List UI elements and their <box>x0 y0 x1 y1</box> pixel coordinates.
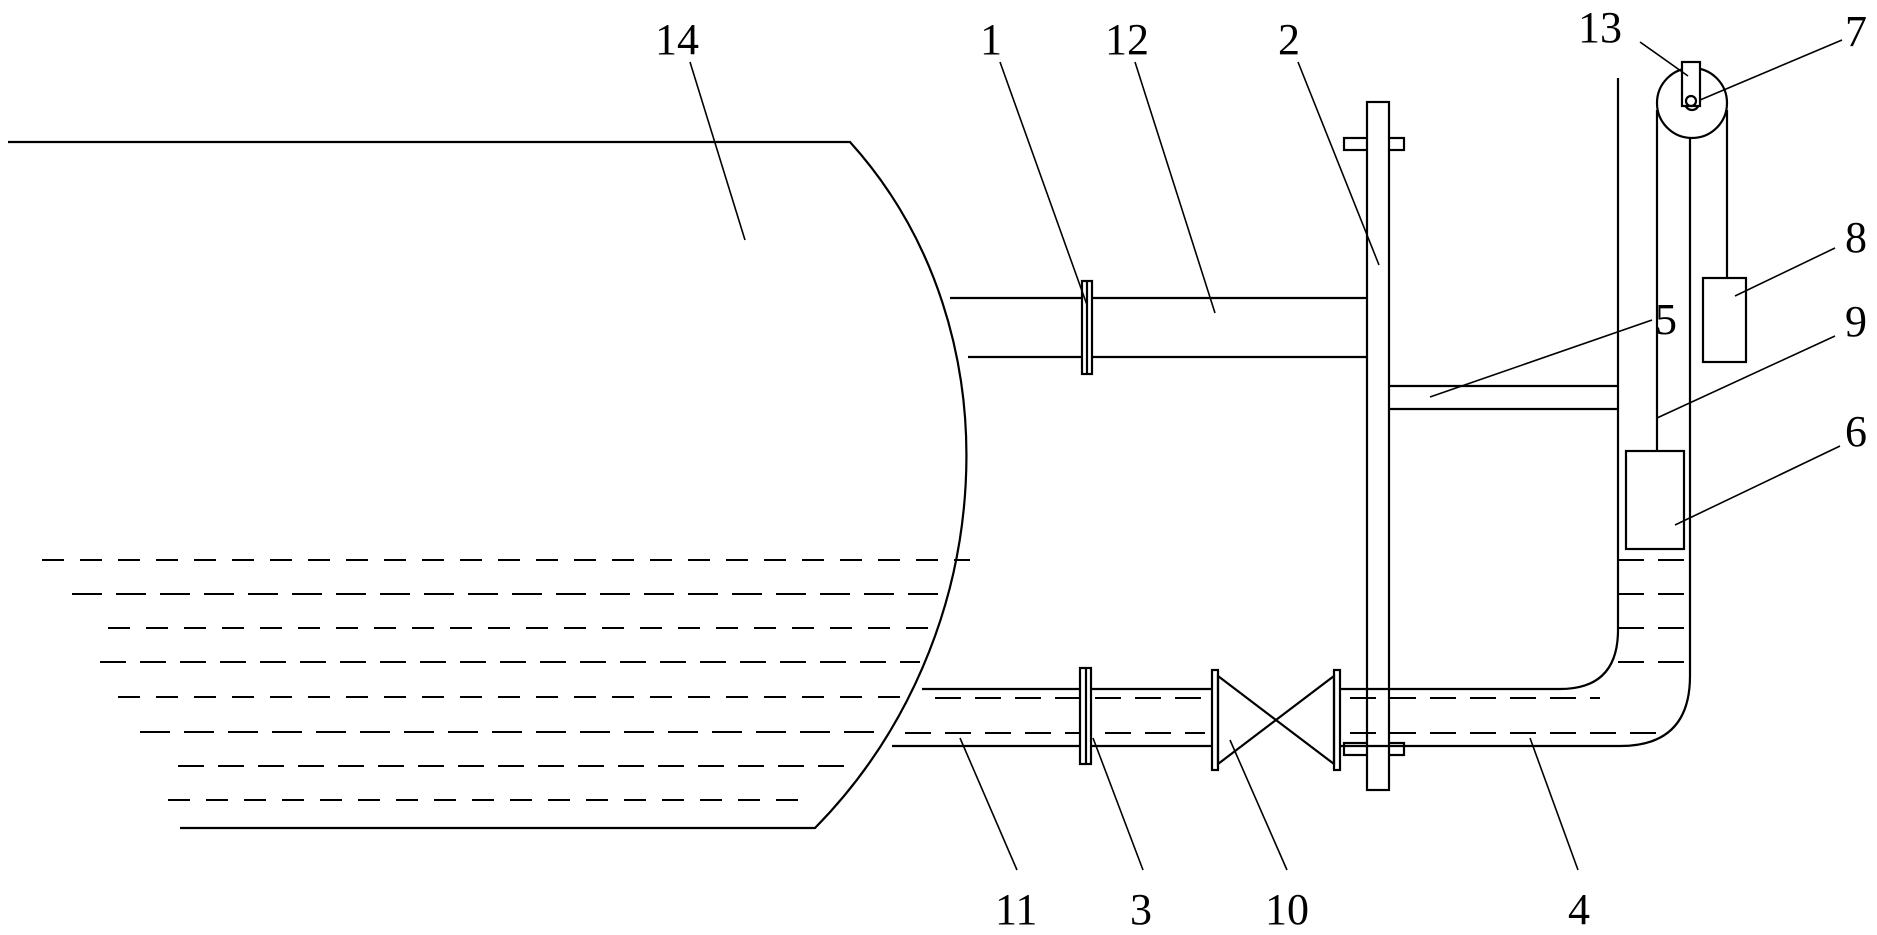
part-labels: 14 1 12 2 13 7 8 9 5 6 11 3 10 4 <box>655 3 1867 934</box>
label-10: 10 <box>1265 885 1309 934</box>
label-8: 8 <box>1845 213 1867 262</box>
label-12: 12 <box>1105 15 1149 64</box>
pipe-4 <box>1340 78 1692 748</box>
label-2: 2 <box>1278 15 1300 64</box>
upper-pipe-12 <box>950 296 1367 359</box>
axle-13 <box>1680 60 1702 108</box>
label-3: 3 <box>1130 885 1152 934</box>
label-4: 4 <box>1568 885 1590 934</box>
cable-9 <box>1655 110 1729 451</box>
flange-1 <box>1080 279 1094 376</box>
flange-3 <box>1078 666 1093 766</box>
float-6 <box>1624 449 1686 551</box>
label-14: 14 <box>655 15 699 64</box>
label-5: 5 <box>1655 295 1677 344</box>
connector-5 <box>1389 384 1618 411</box>
label-11: 11 <box>995 885 1037 934</box>
label-1: 1 <box>980 15 1002 64</box>
tank-liquid <box>42 559 970 801</box>
valve-10 <box>1210 668 1342 772</box>
lower-pipe-11 <box>892 687 1212 748</box>
tank-14 <box>8 140 968 830</box>
leader-lines <box>689 39 1843 871</box>
weight-8 <box>1701 276 1748 364</box>
label-9: 9 <box>1845 297 1867 346</box>
label-7: 7 <box>1845 7 1867 56</box>
label-6: 6 <box>1845 407 1867 456</box>
label-13: 13 <box>1578 3 1622 52</box>
vertical-rod-2 <box>1342 100 1406 792</box>
